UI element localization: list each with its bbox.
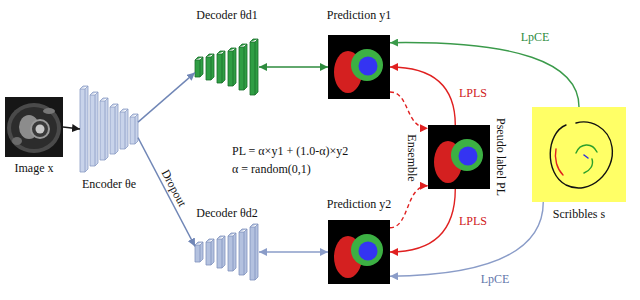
connector-arrow	[390, 189, 455, 252]
connector-arrow	[259, 251, 328, 252]
pseudo-label-map: Pseudo label PL	[428, 125, 490, 189]
image-panel: Image x	[5, 97, 63, 157]
node-label: Encoder θe	[82, 177, 136, 191]
formula-text: PL = α×y1 + (1.0-α)×y2	[232, 144, 348, 158]
mri-image	[5, 97, 63, 157]
edge-label: LPLS	[459, 214, 487, 228]
connector-arrow	[390, 186, 428, 228]
ensemble-label: Ensemble	[405, 134, 419, 181]
node-label: Prediction y1	[327, 8, 391, 22]
node-label: Scribbles s	[553, 207, 605, 221]
connector-arrow	[63, 127, 80, 129]
edge-label: LpCE	[481, 272, 510, 286]
segmentation-map	[328, 220, 390, 284]
connector-arrow	[259, 66, 328, 67]
encoder-blocks	[80, 86, 138, 172]
connector-arrow	[390, 43, 579, 107]
node-label: Pseudo label PL	[494, 118, 508, 196]
node-label: Prediction y2	[327, 197, 391, 211]
node-label: Decoder θd2	[196, 206, 257, 220]
scribble-image	[532, 107, 626, 202]
decoder-blocks	[195, 224, 258, 280]
connector-arrow	[138, 73, 195, 123]
connector-arrow	[390, 92, 428, 128]
prediction-map: Prediction y1	[328, 35, 390, 99]
decoder-block: Decoder θd1	[195, 39, 259, 95]
segmentation-map	[428, 125, 490, 189]
connector-arrow	[138, 138, 195, 247]
encoder-block: Encoder θe	[80, 86, 138, 172]
scribble-map: Scribbles s	[532, 107, 626, 202]
node-label: Image x	[15, 161, 54, 175]
segmentation-map	[328, 35, 390, 99]
connector-arrow	[390, 202, 543, 276]
prediction-map: Prediction y2	[328, 220, 390, 284]
decoder-blocks	[195, 39, 258, 95]
decoder-block: Decoder θd2	[195, 224, 259, 280]
node-label: Decoder θd1	[196, 8, 257, 22]
formula-text: α = random(0,1)	[232, 162, 311, 176]
connector-arrow	[390, 67, 455, 125]
edge-label: LpCE	[521, 30, 550, 44]
edge-label: LPLS	[459, 86, 487, 100]
